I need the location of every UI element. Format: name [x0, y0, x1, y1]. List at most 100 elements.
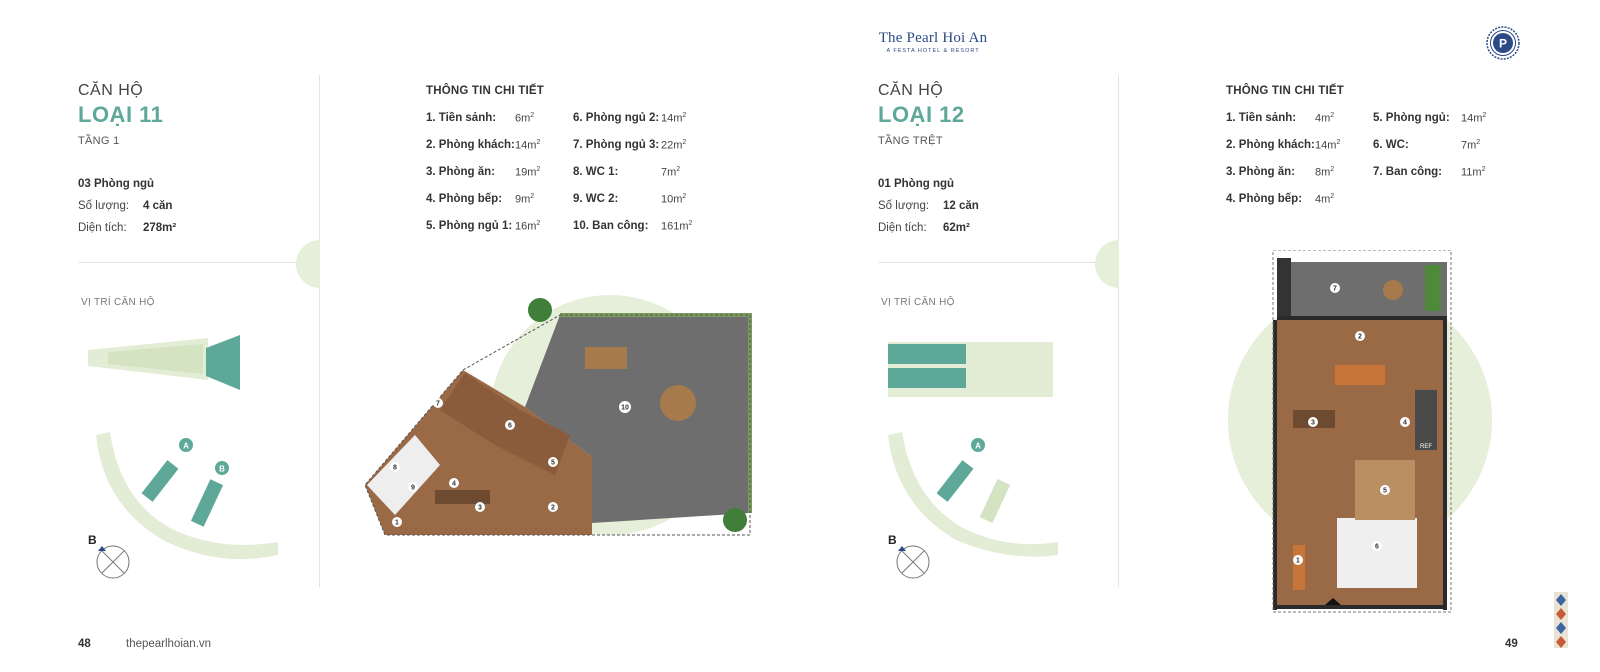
marker-a-label: A: [183, 442, 189, 451]
detail-value: 6m2: [515, 112, 535, 125]
balcony-rail: [1277, 258, 1291, 318]
detail-value: 161m2: [661, 220, 693, 233]
detail-value: 16m2: [515, 220, 541, 233]
plan-label: 5: [1383, 488, 1387, 495]
detail-name: 4. Phòng bếp:: [1226, 193, 1303, 205]
plan-label: 4: [1403, 420, 1407, 427]
detail-value: 14m2: [1461, 112, 1487, 125]
wc-area: [367, 435, 440, 515]
detail-value: 7m2: [1461, 139, 1481, 152]
detail-name: 2. Phòng khách:: [426, 139, 515, 151]
detail-name: 9. WC 2:: [573, 193, 619, 205]
plant: [723, 508, 747, 532]
quantity-value: 4 căn: [143, 200, 173, 212]
compass-letter: B: [888, 533, 897, 547]
plan-label: 1: [1296, 558, 1300, 565]
details-title: THÔNG TIN CHI TIẾT: [1226, 85, 1344, 97]
brand-tagline: A FESTA HOTEL & RESORT: [886, 48, 980, 54]
planter: [1425, 265, 1441, 311]
villa-b: [190, 479, 224, 527]
detail-name: 4. Phòng bếp:: [426, 193, 503, 205]
floor-label: TẦNG TRỆT: [878, 135, 943, 147]
seal-letter: P: [1499, 37, 1507, 51]
area-value: 62m²: [943, 222, 970, 234]
villa-a: [141, 460, 179, 502]
compass-letter: B: [88, 533, 97, 547]
detail-value: 14m2: [1315, 139, 1341, 152]
brand-name: The Pearl Hoi An: [878, 30, 988, 46]
details-title: THÔNG TIN CHI TIẾT: [426, 85, 544, 97]
highlighted-unit: [888, 344, 966, 364]
shoe-cabinet: [1293, 545, 1305, 590]
detail-value: 7m2: [661, 166, 681, 179]
apartment-type: LOẠI 11: [78, 102, 164, 127]
detail-name: 3. Phòng ăn:: [426, 166, 495, 178]
location-label: VỊ TRÍ CĂN HỘ: [81, 297, 155, 308]
detail-name: 6. WC:: [1373, 139, 1409, 151]
detail-name: 1. Tiền sảnh:: [1226, 112, 1297, 124]
area-label: Diện tích:: [78, 222, 127, 234]
plan-label: 7: [436, 401, 440, 408]
sofa: [1335, 365, 1385, 385]
plan-label: 4: [452, 481, 456, 488]
plan-label: 2: [551, 505, 555, 512]
detail-name: 5. Phòng ngủ:: [1373, 112, 1450, 124]
compass-icon: [896, 545, 930, 579]
location-map-11: A B B: [88, 335, 278, 579]
detail-value: 14m2: [515, 139, 541, 152]
location-map-12: A B: [888, 342, 1058, 579]
plan-label: 2: [1358, 334, 1362, 341]
highlighted-unit: [888, 368, 966, 388]
plan-label: 8: [393, 465, 397, 472]
compass-needle-icon: [898, 546, 906, 551]
detail-value: 19m2: [515, 166, 541, 179]
plan-label: 7: [1333, 286, 1337, 293]
page-number: 49: [1505, 638, 1518, 650]
detail-value: 10m2: [661, 193, 687, 206]
apartment-label: CĂN HỘ: [78, 82, 144, 99]
location-label: VỊ TRÍ CĂN HỘ: [881, 297, 955, 308]
detail-name: 7. Ban công:: [1373, 166, 1443, 178]
quantity-label: Số lượng:: [78, 200, 130, 212]
section-divider: [78, 262, 298, 263]
floor-label: TẦNG 1: [78, 135, 120, 147]
plan-label: 10: [621, 405, 629, 412]
apartment-label: CĂN HỘ: [878, 82, 944, 99]
brand-logo: The Pearl Hoi An A FESTA HOTEL & RESORT: [878, 30, 988, 54]
detail-value: 9m2: [515, 193, 535, 206]
detail-name: 6. Phòng ngủ 2:: [573, 112, 660, 124]
plant: [528, 298, 552, 322]
villa-a: [936, 460, 974, 502]
kitchen-counter: [1415, 390, 1437, 450]
column-divider: [1118, 75, 1119, 587]
plan-label: 3: [478, 505, 482, 512]
section-divider: [878, 262, 1096, 263]
detail-name: 5. Phòng ngủ 1:: [426, 220, 513, 232]
marker-a-label: A: [975, 442, 981, 451]
fridge-label: REF: [1420, 444, 1432, 450]
marker-a: [179, 438, 193, 452]
area-value: 278m²: [143, 222, 177, 234]
tile-pattern: [1554, 592, 1568, 648]
detail-name: 10. Ban công:: [573, 220, 649, 232]
bedroom-block: [440, 373, 520, 445]
dining-table: [435, 490, 490, 504]
area-label: Diện tích:: [878, 222, 927, 234]
entrance-arrow-icon: [1325, 598, 1341, 605]
wc-area: [1337, 518, 1417, 588]
balcony-table: [1383, 280, 1403, 300]
plan-label: 9: [411, 485, 415, 492]
detail-name: 8. WC 1:: [573, 166, 619, 178]
site-curve: [96, 432, 278, 560]
page-number: 48: [78, 638, 91, 650]
website-link[interactable]: thepearlhoian.vn: [126, 638, 212, 650]
compass-icon: [96, 545, 130, 579]
bedroom-count: 01 Phòng ngủ: [878, 178, 955, 190]
decor-half-circle: [1095, 240, 1119, 288]
terrace-table: [660, 385, 696, 421]
decor-half-circle: [296, 240, 320, 288]
marker-a: [971, 438, 985, 452]
pearl-seal-logo: P: [1486, 26, 1520, 60]
detail-value: 14m2: [661, 112, 687, 125]
interior-area: [365, 370, 592, 535]
